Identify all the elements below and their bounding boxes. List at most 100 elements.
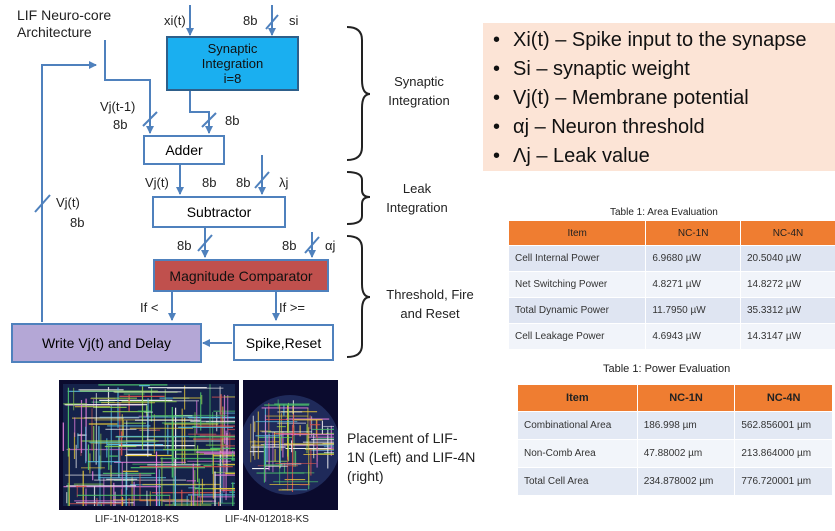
section-leak-line2: Integration: [386, 200, 448, 215]
legend-item: •Xi(t) – Spike input to the synapse: [493, 29, 807, 51]
legend-item: •αj – Neuron threshold: [493, 116, 705, 138]
section-leak-line1: Leak: [402, 181, 432, 196]
table-cell: 776.720001 µm: [734, 467, 833, 496]
legend-text: Xi(t) – Spike input to the synapse: [513, 29, 807, 51]
spike-label: Spike,Reset: [245, 334, 322, 351]
table-area-caption: Table 1: Area Evaluation: [610, 207, 718, 218]
feedback-label: Vj(t): [56, 195, 80, 210]
table-row: Non-Comb Area 47.88002 µm 213.864000 µm: [517, 439, 833, 468]
synaptic-block-line3: i=8: [223, 71, 242, 86]
placement-caption: Placement of LIF- 1N (Left) and LIF-4N (…: [347, 429, 475, 486]
table-header: NC-4N: [734, 384, 833, 412]
table-area: Item NC-1N NC-4N Cell Internal Power 6.9…: [507, 220, 835, 349]
section-synaptic-line2: Integration: [388, 93, 450, 108]
table-cell: 35.3312 µW: [739, 297, 835, 324]
table-cell: 14.8272 µW: [739, 271, 835, 298]
adder-label: Adder: [165, 142, 203, 158]
table-power: Item NC-1N NC-4N Combinational Area 186.…: [517, 384, 833, 496]
section-threshold-line2: and Reset: [400, 306, 460, 321]
legend-box: •Xi(t) – Spike input to the synapse •Si …: [483, 23, 835, 171]
legend-item: •Λj – Leak value: [493, 145, 650, 167]
magnitude-comparator-block: Magnitude Comparator: [153, 259, 329, 292]
table-cell: Total Cell Area: [517, 467, 638, 496]
placement-caption-line2: 1N (Left) and LIF-4N: [347, 449, 476, 465]
placement-caption-line1: Placement of LIF-: [347, 430, 458, 446]
title-line2: Architecture: [17, 24, 92, 40]
spike-reset-block: Spike,Reset: [233, 324, 334, 361]
table-cell: 213.864000 µm: [734, 439, 833, 468]
cmp-in-bits-label: 8b: [177, 238, 192, 253]
table-cell: Combinational Area: [517, 411, 638, 440]
wiring: [34, 5, 371, 358]
adder-block: Adder: [143, 135, 225, 165]
si-bits-label: 8b: [243, 13, 258, 28]
synaptic-block-line1: Synaptic: [207, 41, 258, 56]
diagram-title: LIF Neuro-core Architecture: [17, 7, 111, 41]
placement-caption-line3: (right): [347, 468, 384, 484]
vj-prev-bits-label: 8b: [113, 117, 128, 132]
lambda-bits-label: 8b: [236, 175, 251, 190]
title-line1: LIF Neuro-core: [17, 7, 112, 23]
legend-item: •Si – synaptic weight: [493, 58, 690, 80]
section-synaptic: Synaptic Integration: [374, 72, 464, 110]
table-header: NC-1N: [636, 384, 736, 412]
table-cell: 11.7950 µW: [645, 297, 741, 324]
vj-label: Vj(t): [145, 175, 169, 190]
lif-1n-placement-image: [59, 380, 239, 510]
table-cell: 47.88002 µm: [636, 439, 736, 468]
table-header: Item: [517, 384, 638, 412]
placement-label-right: LIF-4N-012018-KS: [225, 514, 309, 525]
xi-label: xi(t): [164, 13, 186, 28]
table-cell: Cell Leakage Power: [507, 323, 646, 349]
legend-item: •Vj(t) – Membrane potential: [493, 87, 749, 109]
legend-text: αj – Neuron threshold: [513, 116, 705, 138]
table-header: NC-1N: [645, 220, 741, 246]
subtractor-block: Subtractor: [152, 196, 286, 228]
if-ge-label: If >=: [279, 300, 306, 315]
legend-text: Λj – Leak value: [513, 145, 650, 167]
write-label: Write Vj(t) and Delay: [42, 335, 171, 351]
if-less-label: If <: [140, 300, 159, 315]
table-cell: 14.3147 µW: [739, 323, 835, 349]
alpha-label: αj: [325, 238, 336, 253]
table-row: Net Switching Power 4.8271 µW 14.8272 µW: [507, 271, 835, 298]
si-label: si: [289, 13, 299, 28]
vj-bits-label: 8b: [202, 175, 217, 190]
table-cell: 562.856001 µm: [734, 411, 833, 440]
section-synaptic-line1: Synaptic: [394, 74, 444, 89]
table-header: Item: [507, 220, 647, 246]
table-cell: 4.8271 µW: [645, 271, 741, 298]
adder-in-bits-label: 8b: [225, 113, 240, 128]
synaptic-integration-block: Synaptic Integration i=8: [166, 36, 299, 91]
table-power-caption: Table 1: Power Evaluation: [603, 363, 731, 375]
placement-label-left: LIF-1N-012018-KS: [95, 514, 179, 525]
table-cell: Net Switching Power: [507, 271, 646, 298]
legend-text: Si – synaptic weight: [513, 58, 690, 80]
alpha-bits-label: 8b: [282, 238, 297, 253]
legend-text: Vj(t) – Membrane potential: [513, 87, 749, 109]
table-row: Cell Leakage Power 4.6943 µW 14.3147 µW: [507, 323, 835, 349]
section-threshold-line1: Threshold, Fire: [386, 287, 474, 302]
table-row: Total Cell Area 234.878002 µm 776.720001…: [517, 467, 833, 496]
table-row: Total Dynamic Power 11.7950 µW 35.3312 µ…: [507, 297, 835, 324]
write-delay-block: Write Vj(t) and Delay: [11, 323, 202, 363]
table-cell: Total Dynamic Power: [507, 297, 646, 324]
table-cell: 234.878002 µm: [636, 467, 736, 496]
section-threshold: Threshold, Fire and Reset: [375, 285, 485, 323]
vj-prev-label: Vj(t-1): [100, 99, 136, 114]
table-cell: Non-Comb Area: [517, 439, 638, 468]
feedback-bits-label: 8b: [70, 215, 85, 230]
table-cell: Cell Internal Power: [507, 245, 646, 272]
section-leak: Leak Integration: [377, 179, 457, 217]
synaptic-block-line2: Integration: [201, 56, 264, 71]
table-row: Combinational Area 186.998 µm 562.856001…: [517, 411, 833, 440]
table-cell: 20.5040 µW: [739, 245, 835, 272]
table-header: NC-4N: [739, 220, 835, 246]
table-row: Cell Internal Power 6.9680 µW 20.5040 µW: [507, 245, 835, 272]
comparator-label: Magnitude Comparator: [169, 267, 313, 284]
lambda-label: λj: [279, 175, 289, 190]
subtractor-label: Subtractor: [186, 204, 252, 220]
table-cell: 4.6943 µW: [645, 323, 741, 349]
table-cell: 186.998 µm: [636, 411, 736, 440]
table-cell: 6.9680 µW: [645, 245, 741, 272]
